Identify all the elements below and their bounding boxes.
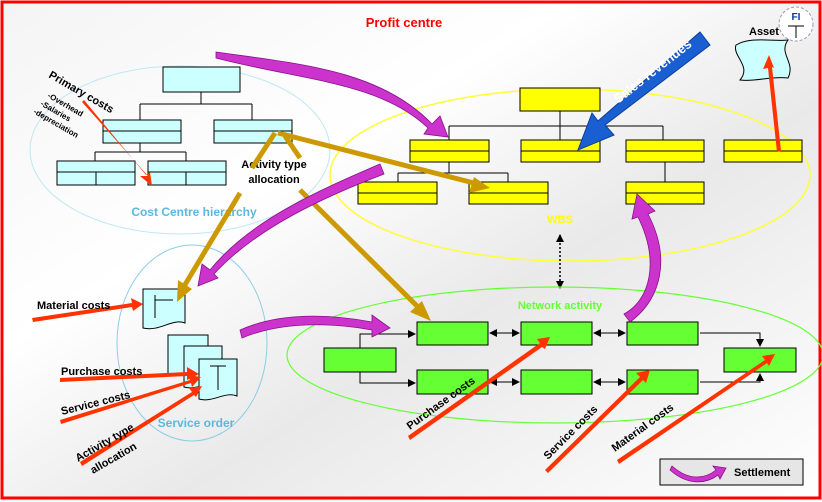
cost-centre-node-root	[162, 66, 241, 93]
red-arrow-network-service	[545, 370, 650, 473]
red-arrow-activity-allocation	[80, 386, 202, 466]
wbs-node-root	[519, 87, 601, 112]
red-arrow-asset	[763, 55, 781, 152]
network-ellipse	[286, 286, 822, 424]
activity-type-label-line2: allocation	[248, 174, 300, 186]
asset-icon	[735, 39, 791, 81]
fi-badge-mark	[788, 25, 804, 38]
gold-arrowhead-service-order	[177, 280, 192, 302]
fi-badge-label: FI	[792, 12, 801, 23]
settlement-wbs-to-service-order	[197, 163, 385, 287]
network-node-1	[416, 321, 489, 346]
network-node-3	[626, 321, 699, 346]
red-arrow-purchase-costs	[60, 367, 199, 382]
cost-centre-tree	[56, 66, 293, 186]
cost-centre-node-leaf-2	[147, 160, 227, 186]
red-arrow-network-material	[617, 354, 775, 464]
settlement-service-order-to-network	[239, 314, 391, 339]
purchase-costs-label: Purchase costs	[61, 366, 142, 378]
network-node-end	[723, 347, 797, 373]
network-node-5	[520, 369, 593, 395]
red-arrow-material-costs	[32, 298, 143, 322]
service-order-label: Service order	[158, 416, 235, 430]
asset-label: Asset	[749, 26, 779, 38]
wbs-tree	[357, 87, 803, 205]
network-node-start	[323, 347, 397, 373]
service-order-doc-1	[142, 288, 186, 330]
sales-revenues-arrow	[577, 31, 711, 151]
gold-arrowhead-network	[410, 301, 431, 321]
network-label: Network activity	[518, 300, 603, 312]
red-arrow-network-purchase	[408, 337, 550, 440]
network-node-2	[520, 321, 593, 346]
material-costs-label: Material costs	[37, 300, 110, 312]
fi-badge-circle	[778, 6, 814, 42]
page-title: Profit centre	[366, 15, 443, 30]
settlement-legend-icon	[669, 465, 727, 483]
red-arrow-primary-costs	[82, 100, 152, 186]
legend-settlement-label: Settlement	[734, 467, 791, 479]
service-order-ellipse	[116, 244, 268, 442]
network-links	[359, 329, 764, 387]
legend: Settlement	[659, 458, 804, 486]
cost-centre-ellipse	[29, 65, 331, 235]
settlement-cost-centre-to-wbs	[215, 51, 449, 138]
activity-allocation-arrows	[180, 130, 475, 309]
settlement-network-to-wbs	[623, 193, 662, 323]
cost-centre-label: Cost Centre hierarchy	[131, 205, 257, 219]
cost-arrows	[32, 55, 781, 473]
gold-arrowhead-wbs	[469, 177, 490, 193]
settlement-arrows	[197, 51, 662, 339]
wbs-label: WBS	[547, 214, 573, 226]
red-arrow-service-costs	[60, 375, 201, 424]
network-nodes	[323, 321, 797, 395]
